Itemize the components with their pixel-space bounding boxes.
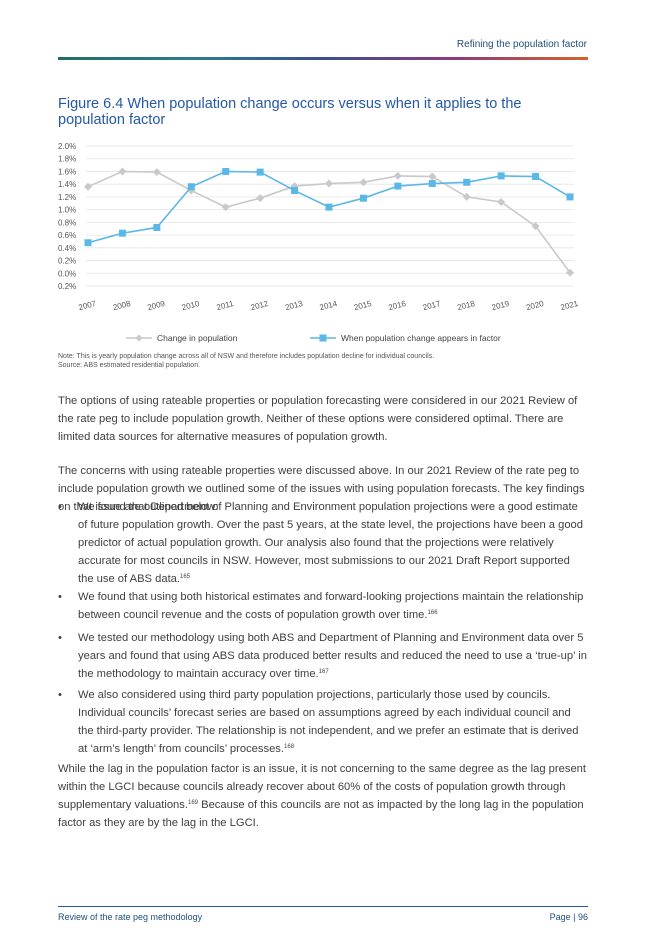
data-point [118,167,127,176]
x-tick-label: 2018 [456,299,476,312]
x-tick-label: 2010 [181,299,201,312]
figure-note: Note: This is yearly population change a… [58,353,435,360]
paragraph-1: The options of using rateable properties… [58,395,578,443]
population-chart: 2.0% 1.8% 1.6% 1.4% 1.2% 1.0% 0.8% 0.6% 0.4% 0.2%… [58,142,580,343]
x-tick-label: 2014 [319,299,339,312]
data-point [393,171,402,180]
data-point [325,203,333,211]
data-point [152,168,161,177]
x-tick-label: 2008 [112,299,132,312]
x-tick-label: 2015 [353,299,373,312]
footnote-ref[interactable]: 165 [180,574,191,580]
data-point [222,167,230,175]
bullet-item-4: • We also considered using third party p… [58,686,588,758]
x-tick-label: 2013 [284,299,304,312]
y-tick-label: 2.0% [58,142,76,151]
x-tick-label: 2009 [146,299,166,312]
y-tick-label: 0.0% [58,269,76,278]
data-point [359,194,367,202]
data-point [359,178,368,187]
x-tick-label: 2016 [387,299,407,312]
data-point [256,194,265,203]
legend-marker [135,334,143,342]
x-tick-label: 2012 [250,299,270,312]
footer-title: Review of the rate peg methodology [58,912,203,922]
data-point [118,229,126,237]
data-point [153,223,161,231]
legend-label: When population change appears in factor [341,333,501,343]
data-point [325,179,333,188]
figure-source: Source: ABS estimated residential popula… [58,362,201,369]
data-point [84,239,92,247]
paragraph-3-text-a: While the lag in the population factor i… [58,763,586,811]
data-point [428,172,437,181]
data-point [394,182,402,190]
figure-title: Figure 6.4 When population change occurs… [58,96,522,128]
header-rule [58,57,588,60]
page-number: Page | 96 [549,912,588,922]
legend-label: Change in population [157,333,238,343]
y-tick-label: 1.2% [58,193,76,202]
data-point [532,173,540,181]
y-tick-label: 0.8% [58,218,76,227]
bullet-text: We also considered using third party pop… [78,689,579,755]
x-tick-label: 2021 [560,299,580,312]
footnote-ref[interactable]: 166 [427,610,438,616]
data-point [291,187,299,195]
data-point [187,183,195,191]
y-tick-label: 1.6% [58,167,76,176]
data-point [497,172,505,180]
data-point [462,192,471,201]
figure-notes: Note: This is yearly population change a… [58,352,434,370]
paragraph-3: While the lag in the population factor i… [58,760,588,832]
data-point [566,193,574,201]
paragraph-3-text-b: Because of this councils are not as impa… [58,799,584,829]
footnote-ref[interactable]: 169 [187,800,198,806]
data-point [566,268,574,277]
y-tick-label: 1.4% [58,180,76,189]
bullet-icon: • [58,632,62,644]
bullet-item-1: • We found that Department of Planning a… [58,498,588,588]
bullet-text: We found that using both historical esti… [78,591,584,621]
data-point [463,178,471,186]
x-tick-label: 2007 [78,299,98,312]
y-tick-label: 1.8% [58,155,76,164]
y-tick-label: 0.2% [58,282,76,291]
bullet-item-2: • We found that using both historical es… [58,588,588,628]
legend-marker [319,334,327,342]
bullet-item-3: • We tested our methodology using both A… [58,629,588,685]
bullet-icon: • [58,591,62,603]
paragraph-2: The concerns with using rateable propert… [58,465,585,513]
y-tick-label: 0.2% [58,257,76,266]
footer-rule [58,906,588,907]
x-tick-label: 2020 [525,299,545,312]
y-tick-label: 1.0% [58,206,76,215]
bullet-icon: • [58,689,62,701]
bullet-text: We found that Department of Planning and… [78,501,583,585]
bullet-icon: • [58,501,62,513]
x-tick-label: 2017 [422,299,442,312]
data-point [497,198,506,206]
data-point [84,182,92,191]
footnote-ref[interactable]: 168 [284,744,295,750]
footnote-ref[interactable]: 167 [318,669,329,675]
data-point [428,180,436,188]
x-tick-label: 2019 [491,299,511,312]
running-header: Refining the population factor [456,39,587,50]
x-tick-label: 2011 [216,299,235,312]
data-point [256,168,264,176]
bullet-text: We tested our methodology using both ABS… [78,632,587,680]
y-tick-label: 0.4% [58,244,76,253]
data-point [531,222,540,231]
y-tick-label: 0.6% [58,231,76,240]
data-point [221,203,230,212]
